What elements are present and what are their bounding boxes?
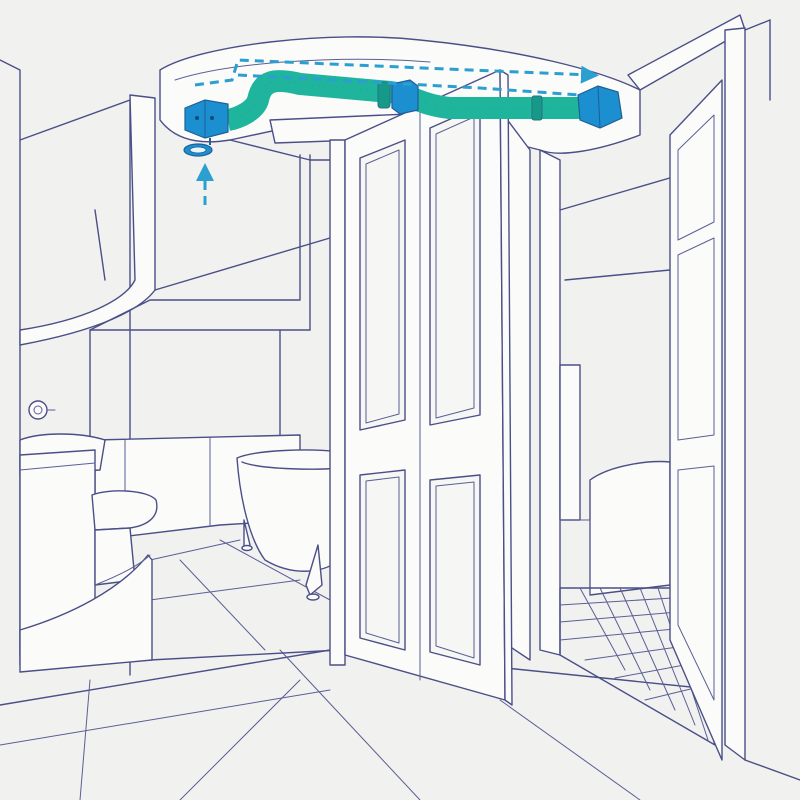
cabinet-top [94, 554, 151, 586]
left-wall-edge [0, 59, 21, 666]
dormer-line [89, 154, 301, 331]
ceiling-slope-line [154, 234, 341, 291]
left-curved-wall [19, 94, 156, 346]
door-panel [359, 139, 406, 431]
airflow-arrow-icon [237, 73, 581, 97]
door-edge [499, 69, 513, 706]
duct-connector [377, 81, 391, 109]
right-wall-edge [744, 19, 800, 781]
bath-foot-base [306, 593, 320, 601]
inner-jamb [539, 149, 561, 656]
ventilation-system [183, 58, 623, 205]
inline-fan-icon [391, 79, 419, 115]
door-jamb-left [329, 139, 346, 666]
right-door-jamb [724, 27, 746, 761]
roll-top-bath [236, 449, 341, 572]
floor-tile-line [499, 699, 641, 800]
door-panel [429, 105, 481, 426]
inline-fan-icon [184, 99, 229, 139]
bathroom-fixtures [19, 400, 341, 673]
bath-foot-base [241, 544, 253, 552]
vanity-edge [19, 462, 96, 471]
bed-headboard [589, 460, 671, 596]
inline-fan-icon [577, 85, 623, 129]
left-wall-top [19, 99, 131, 141]
bathroom-floor-edge [149, 649, 341, 661]
bathroom-tile [149, 539, 241, 561]
duct-connector [531, 95, 543, 121]
floor-tile-line [79, 679, 91, 800]
room-ceiling-line [559, 174, 681, 211]
vent-grille-icon [183, 138, 213, 157]
wall-edge [94, 209, 106, 281]
floor-tile-grid [559, 587, 709, 741]
curved-cabinet [19, 554, 153, 673]
door-panel [677, 465, 715, 701]
floor-tile-line [179, 679, 301, 800]
right-open-door [669, 79, 723, 761]
bathroom-tile [149, 579, 301, 601]
door-panel [677, 237, 715, 441]
floor-tile-line [279, 649, 421, 800]
door-panel [429, 474, 481, 666]
towel-ring-icon [28, 400, 48, 420]
door-panel [677, 114, 715, 241]
cabinet [559, 364, 581, 521]
door-panel [359, 469, 406, 651]
adjoining-room [539, 14, 800, 781]
floor-tile-line [0, 689, 331, 746]
airflow-arrow-icon [194, 58, 599, 87]
room-wall-line [564, 269, 671, 281]
bathroom-tile [179, 559, 266, 651]
toilet-seat [91, 490, 158, 531]
main-doorway [269, 69, 531, 706]
flexible-duct [225, 70, 580, 131]
